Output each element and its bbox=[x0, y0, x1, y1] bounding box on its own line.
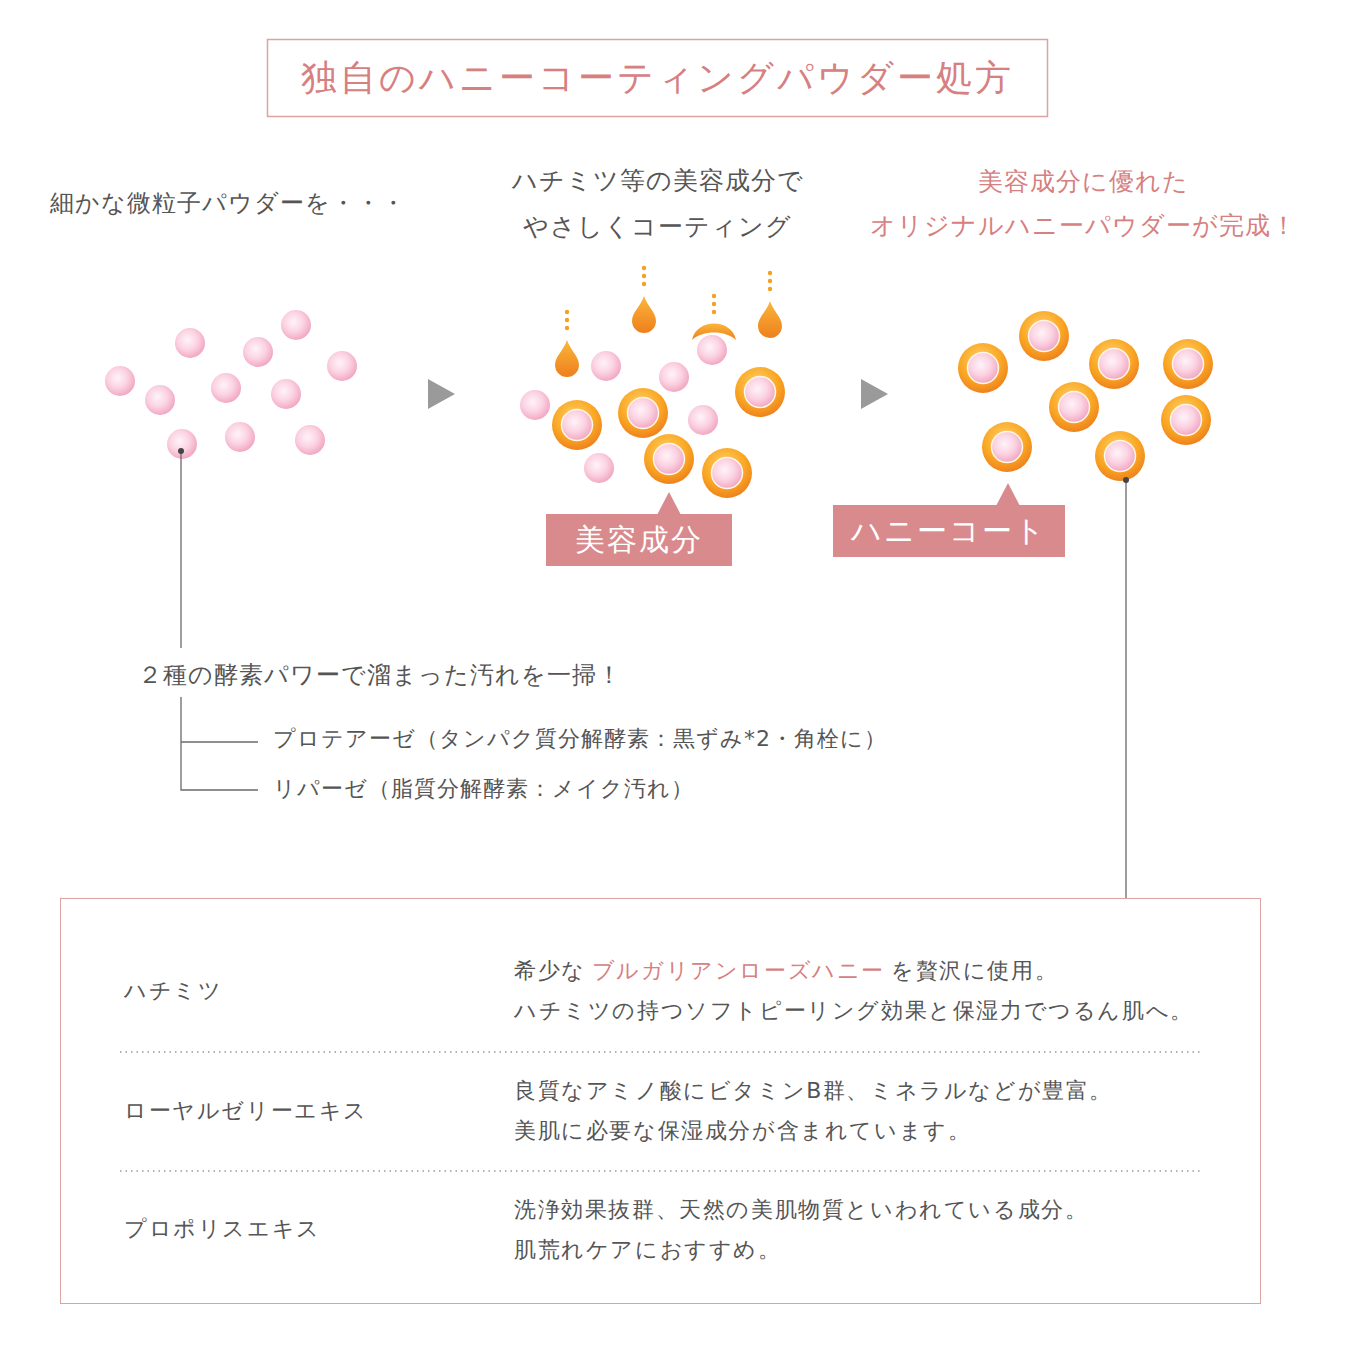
callout-tag: 美容成分 bbox=[546, 514, 732, 566]
particle bbox=[552, 400, 602, 450]
particle bbox=[1019, 311, 1069, 361]
particle bbox=[1173, 349, 1204, 380]
particle bbox=[702, 448, 752, 498]
particle bbox=[295, 425, 325, 455]
particle bbox=[644, 434, 694, 484]
callout-tag: ハニーコート bbox=[833, 505, 1065, 557]
row-desc: 良質なアミノ酸にビタミンB群、ミネラルなどが豊富。 美肌に必要な保湿成分が含まれ… bbox=[514, 1071, 1117, 1151]
label: ハチミツ等の美容成分で やさしくコーティング bbox=[510, 158, 805, 250]
honey-drop bbox=[692, 324, 736, 341]
particle bbox=[1099, 349, 1130, 380]
particles bbox=[105, 310, 1213, 498]
row-desc: 希少なブルガリアンローズハニーを贅沢に使用。ハチミツの持つソフトピーリング効果と… bbox=[514, 951, 1194, 1031]
label: 美容成分に優れた オリジナルハニーパウダーが完成！ bbox=[868, 160, 1299, 248]
particle bbox=[1059, 392, 1090, 423]
ingredient-table: ハチミツローヤルゼリーエキスプロポリスエキス 希少なブルガリアンローズハニーを贅沢… bbox=[60, 898, 1261, 1304]
particle bbox=[105, 366, 135, 396]
particle bbox=[618, 388, 668, 438]
particle bbox=[145, 385, 175, 415]
particle bbox=[968, 353, 999, 384]
particle bbox=[520, 390, 550, 420]
particle bbox=[1049, 382, 1099, 432]
particle bbox=[1089, 339, 1139, 389]
particle bbox=[225, 422, 255, 452]
particle bbox=[1161, 395, 1211, 445]
label: リパーゼ（脂質分解酵素：メイク汚れ） bbox=[273, 772, 694, 806]
particle bbox=[735, 367, 785, 417]
particle bbox=[591, 351, 621, 381]
particle bbox=[982, 422, 1032, 472]
label: 細かな微粒子パウダーを・・・ bbox=[50, 186, 406, 220]
desc-text: ハチミツの持つソフトピーリング効果と保湿力でつるん肌へ。 bbox=[514, 991, 1194, 1031]
desc-text: を贅沢に使用。 bbox=[891, 958, 1058, 983]
row-name: ローヤルゼリーエキス bbox=[124, 1091, 368, 1131]
particle bbox=[659, 362, 689, 392]
tag-text: 美容成分 bbox=[575, 520, 703, 561]
leader-dot bbox=[178, 448, 184, 454]
particle bbox=[327, 351, 357, 381]
particle bbox=[1105, 441, 1136, 472]
particle bbox=[211, 373, 241, 403]
stage-arrow bbox=[861, 379, 888, 409]
honey-drops bbox=[555, 296, 782, 377]
tag-pointer bbox=[996, 483, 1020, 506]
particle bbox=[992, 432, 1023, 463]
tag-text: ハニーコート bbox=[851, 511, 1047, 552]
particle bbox=[281, 310, 311, 340]
particle bbox=[958, 343, 1008, 393]
drop-trails bbox=[565, 266, 772, 330]
particle bbox=[271, 379, 301, 409]
particle bbox=[562, 410, 593, 441]
stage-arrow bbox=[428, 379, 455, 409]
particle bbox=[688, 405, 718, 435]
particle bbox=[1095, 431, 1145, 481]
highlight-text: ブルガリアンローズハニー bbox=[592, 958, 885, 983]
particle bbox=[1163, 339, 1213, 389]
row-desc-line: 希少なブルガリアンローズハニーを贅沢に使用。 bbox=[514, 951, 1194, 991]
tag-pointer bbox=[657, 492, 681, 515]
particle bbox=[1171, 405, 1202, 436]
particle bbox=[712, 458, 743, 489]
label: プロテアーゼ（タンパク質分解酵素：黒ずみ*2・角栓に） bbox=[273, 722, 887, 756]
particle bbox=[167, 429, 197, 459]
row-name: ハチミツ bbox=[124, 971, 222, 1011]
table-rules bbox=[120, 1052, 1200, 1171]
particle bbox=[584, 453, 614, 483]
particle bbox=[628, 398, 659, 429]
particle bbox=[175, 328, 205, 358]
row-desc: 洗浄効果抜群、天然の美肌物質といわれている成分。 肌荒れケアにおすすめ。 bbox=[514, 1190, 1092, 1270]
desc-text: 希少な bbox=[514, 958, 586, 983]
particle bbox=[745, 377, 776, 408]
label: ２種の酵素パワーで溜まった汚れを一掃！ bbox=[138, 658, 622, 692]
particle bbox=[697, 335, 727, 365]
title-frame bbox=[268, 40, 1048, 117]
particle bbox=[1029, 321, 1060, 352]
particle bbox=[243, 337, 273, 367]
title: 独自のハニーコーティングパウダー処方 bbox=[301, 56, 1014, 100]
row-name: プロポリスエキス bbox=[124, 1209, 321, 1249]
particle bbox=[654, 444, 685, 475]
leader-dot bbox=[1123, 477, 1129, 483]
